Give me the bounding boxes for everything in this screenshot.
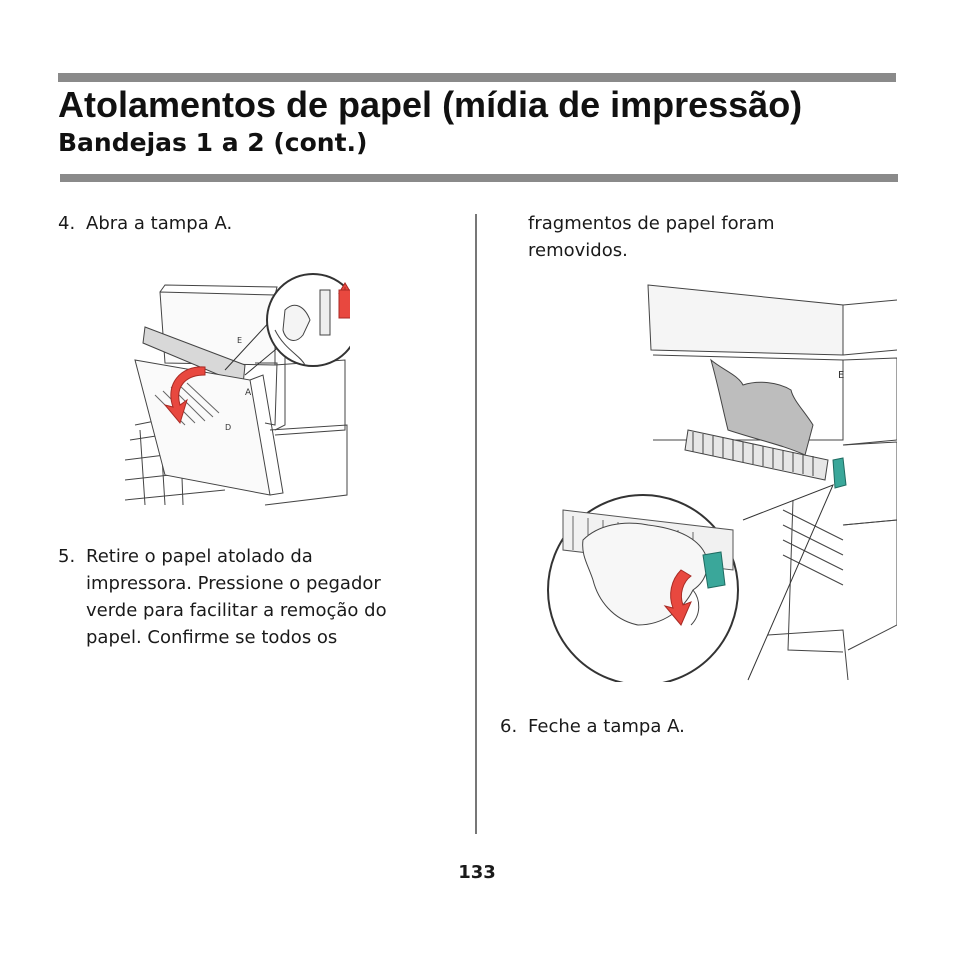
step-number: 5.: [58, 546, 76, 567]
panel-label-d: D: [225, 423, 231, 432]
step-text-line: removidos.: [528, 240, 628, 261]
step-5-continued: fragmentos de papel foram removidos.: [528, 210, 775, 264]
step-text-line: fragmentos de papel foram: [528, 213, 775, 234]
magnifier-inset: [547, 484, 834, 682]
figure-open-cover-a: A D E A: [125, 273, 350, 506]
step-text: Retire o papel atolado da impressora. Pr…: [86, 543, 387, 651]
step-text: Abra a tampa A.: [86, 213, 233, 234]
jammed-paper: [710, 358, 814, 456]
header-bottom-rule: [60, 174, 898, 182]
step-number: 6.: [500, 716, 518, 737]
panel-label-a: A: [245, 388, 252, 398]
page-number: 133: [458, 862, 496, 883]
step-number: 4.: [58, 213, 76, 234]
green-handle-icon: [832, 457, 847, 489]
column-divider: [475, 214, 477, 834]
header-top-rule: [58, 73, 896, 82]
page-title: Atolamentos de papel (mídia de impressão…: [58, 84, 803, 125]
page-subtitle: Bandejas 1 a 2 (cont.): [58, 128, 368, 157]
pull-arrow-icon: [663, 569, 692, 626]
step-text: Feche a tampa A.: [528, 716, 685, 737]
figure-remove-paper: E: [547, 284, 897, 682]
panel-label-e: E: [838, 370, 844, 381]
magnifier-inset: A: [224, 273, 350, 376]
step-text-line: papel. Confirme se todos os: [86, 627, 338, 648]
step-text-line: Retire o papel atolado da: [86, 546, 313, 567]
step-text-line: verde para facilitar a remoção do: [86, 600, 387, 621]
step-text-line: impressora. Pressione o pegador: [86, 573, 381, 594]
panel-label-e: E: [237, 336, 242, 345]
open-arrow-icon: [163, 366, 206, 425]
